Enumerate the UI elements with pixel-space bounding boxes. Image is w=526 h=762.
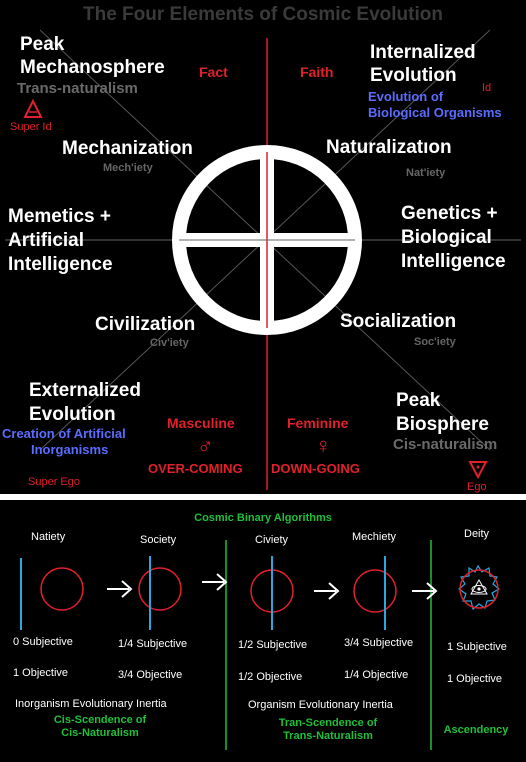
society-label: Soc'iety <box>414 336 456 348</box>
arrow-icon-2 <box>202 573 228 591</box>
trans-naturalism-label: Trans-naturalism <box>17 80 138 97</box>
faith-label: Faith <box>300 64 334 80</box>
mechiety-subjective: 3/4 Subjective <box>344 637 414 649</box>
male-symbol-icon: ♂ <box>197 433 214 458</box>
deity-eye-icon <box>458 564 501 611</box>
id-label: Id <box>482 82 492 94</box>
mechiety-objective: 1/4 Objective <box>344 669 409 681</box>
page-title: The Four Elements of Cosmic Evolution <box>83 4 443 25</box>
genetics-line3: Intelligence <box>401 251 506 272</box>
overcoming-label: OVER-COMING <box>148 461 243 476</box>
cis-scendence-line1: Cis-Scendence of <box>53 714 147 726</box>
stage-name-natiety: Natiety <box>31 531 66 543</box>
fact-label: Fact <box>199 64 228 80</box>
externalized-line2: Evolution <box>29 404 116 425</box>
arrow-icon-1 <box>107 580 133 598</box>
natiety-symbol <box>20 558 84 630</box>
evo-bio-line1: Evolution of <box>368 89 444 104</box>
socialization-label: Socialization <box>340 311 457 332</box>
civiety-symbol <box>250 556 294 630</box>
society-objective: 3/4 Objective <box>118 669 183 681</box>
evo-bio-line2: Biological Organisms <box>368 105 502 120</box>
mechanization-label: Mechanization <box>62 138 193 159</box>
arrow-icon-4 <box>412 582 438 600</box>
internalized-line2: Evolution <box>370 65 457 86</box>
peak-mech-line2: Mechanosphere <box>20 57 165 78</box>
stage-name-civiety: Civiety <box>255 534 289 546</box>
feminine-label: Feminine <box>287 415 349 431</box>
stage-name-society: Society <box>140 534 177 546</box>
genetics-line2: Biological <box>401 227 492 248</box>
natiety-objective: 1 Objective <box>13 667 69 679</box>
ego-triangle-icon <box>468 461 488 480</box>
peak-mech-line1: Peak <box>20 34 65 55</box>
masculine-label: Masculine <box>167 415 235 431</box>
mechiety-symbol <box>353 556 397 630</box>
natiety-label: Nat'iety <box>406 167 446 179</box>
society-subjective: 1/4 Subjective <box>118 638 188 650</box>
super-ego-label: Super Ego <box>28 476 80 488</box>
memetics-line3: Intelligence <box>8 254 113 275</box>
mechiety-label: Mech'iety <box>103 162 153 174</box>
cis-scendence-line2: Cis-Naturalism <box>61 727 139 739</box>
genetics-line1: Genetics + <box>401 203 498 224</box>
creation-line2: Inorganisms <box>31 442 109 457</box>
super-id-triangle-icon <box>23 98 43 118</box>
stage-name-deity: Deity <box>464 528 490 540</box>
tran-scendence-line1: Tran-Scendence of <box>278 717 378 729</box>
section-divider <box>0 494 526 500</box>
natiety-subjective: 0 Subjective <box>13 636 73 648</box>
female-symbol-icon: ♀ <box>315 433 332 458</box>
arrow-icon-3 <box>314 582 340 600</box>
civiety-subjective: 1/2 Subjective <box>238 639 308 651</box>
deity-objective: 1 Objective <box>447 673 503 685</box>
society-symbol <box>138 556 182 630</box>
ascendency-label: Ascendency <box>443 724 509 736</box>
naturalization-label: Naturalizatıon <box>326 137 452 158</box>
algorithms-heading: Cosmic Binary Algorithms <box>194 512 332 524</box>
memetics-line2: Artificial <box>8 230 85 251</box>
super-id-label: Super Id <box>10 121 52 133</box>
internalized-line1: Internalized <box>370 42 476 63</box>
ego-label: Ego <box>467 481 487 493</box>
peak-bio-line2: Biosphere <box>396 414 489 435</box>
civilization-label: Civilization <box>95 314 196 335</box>
stage-name-mechiety: Mechiety <box>352 531 397 543</box>
externalized-line1: Externalized <box>29 380 141 401</box>
memetics-line1: Memetics + <box>8 206 111 227</box>
deity-subjective: 1 Subjective <box>447 641 507 653</box>
civiety-objective: 1/2 Objective <box>238 671 303 683</box>
downgoing-label: DOWN-GOING <box>271 461 360 476</box>
tran-scendence-line2: Trans-Naturalism <box>283 730 373 742</box>
cis-naturalism-label: Cis-naturalism <box>393 436 498 453</box>
peak-bio-line1: Peak <box>396 390 441 411</box>
civiety-label: Civ'iety <box>150 337 189 349</box>
creation-line1: Creation of Artificial <box>2 426 126 441</box>
inorganism-inertia-label: Inorganism Evolutionary Inertia <box>15 698 167 710</box>
organism-inertia-label: Organism Evolutionary Inertia <box>248 699 393 711</box>
